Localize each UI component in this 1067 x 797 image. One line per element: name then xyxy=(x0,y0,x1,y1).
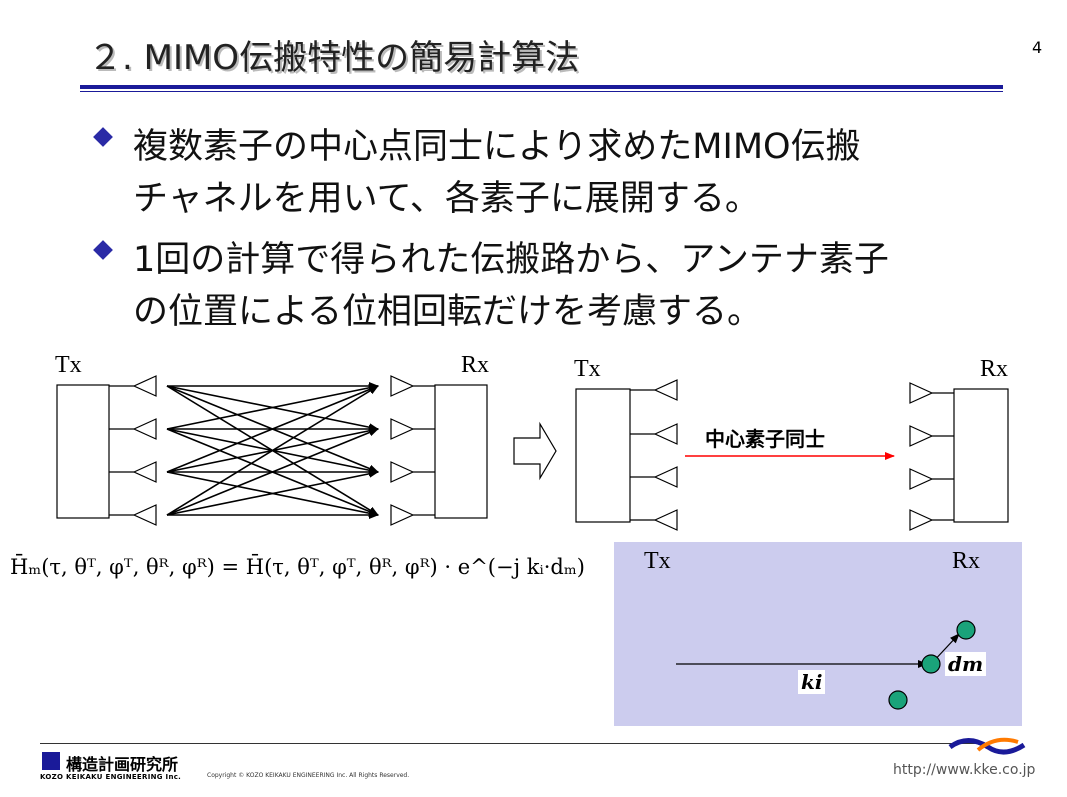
bullet-1-line-2: チャネルを用いて、各素子に展開する。 xyxy=(133,179,760,219)
title-rule-thin xyxy=(80,91,1003,92)
d-vector-label: dm xyxy=(945,652,987,676)
element-dot xyxy=(888,690,908,710)
bullet-2-line-1: 1回の計算で得られた伝搬路から、アンテナ素子 xyxy=(133,240,889,280)
page-title: ２. MIMO伝搬特性の簡易計算法 xyxy=(88,38,580,78)
right-rx-antennas xyxy=(909,382,954,531)
element-dot xyxy=(956,620,976,640)
right-tx-label: Tx xyxy=(574,356,601,382)
right-tx-box xyxy=(575,388,631,523)
page-number: 4 xyxy=(1032,38,1043,57)
title-rule xyxy=(80,85,1003,89)
footer-rule xyxy=(40,743,990,744)
left-rx-antennas xyxy=(390,375,435,526)
phase-rotation-formula: H̄̄ₘ(τ, θᵀ, φᵀ, θᴿ, φᴿ) = H̄(τ, θᵀ, φᵀ, … xyxy=(10,555,585,579)
bullet-1-line-1: 複数素子の中心点同士により求めたMIMO伝搬 xyxy=(133,127,861,167)
left-tx-label: Tx xyxy=(55,352,82,378)
k-vector-label: ki xyxy=(798,670,826,694)
company-name-jp: 構造計画研究所 xyxy=(66,755,179,774)
left-rx-box xyxy=(434,384,488,519)
transform-arrow-icon xyxy=(513,421,557,481)
element-dot xyxy=(921,654,941,674)
panel-rx-label: Rx xyxy=(952,548,981,574)
company-name-en: KOZO KEIKAKU ENGINEERING Inc. xyxy=(40,773,182,781)
mimo-diagram xyxy=(56,375,1009,531)
panel-tx-label: Tx xyxy=(644,548,671,574)
bullet-2-line-2: の位置による位相回転だけを考慮する。 xyxy=(133,292,762,332)
vector-diagram xyxy=(676,620,976,710)
copyright-text: Copyright © KOZO KEIKAKU ENGINEERING Inc… xyxy=(207,772,410,779)
swoosh-logo-icon xyxy=(948,737,1026,755)
mimo-channel-arrows xyxy=(166,382,379,519)
right-rx-label: Rx xyxy=(980,356,1009,382)
right-tx-antennas xyxy=(630,379,678,531)
left-tx-box xyxy=(56,384,110,519)
left-tx-antennas xyxy=(109,375,157,526)
right-rx-box xyxy=(953,388,1009,523)
left-rx-label: Rx xyxy=(461,352,490,378)
company-logo-icon xyxy=(42,752,60,770)
company-url: http://www.kke.co.jp xyxy=(893,762,1036,778)
center-element-label: 中心素子同士 xyxy=(705,427,825,451)
